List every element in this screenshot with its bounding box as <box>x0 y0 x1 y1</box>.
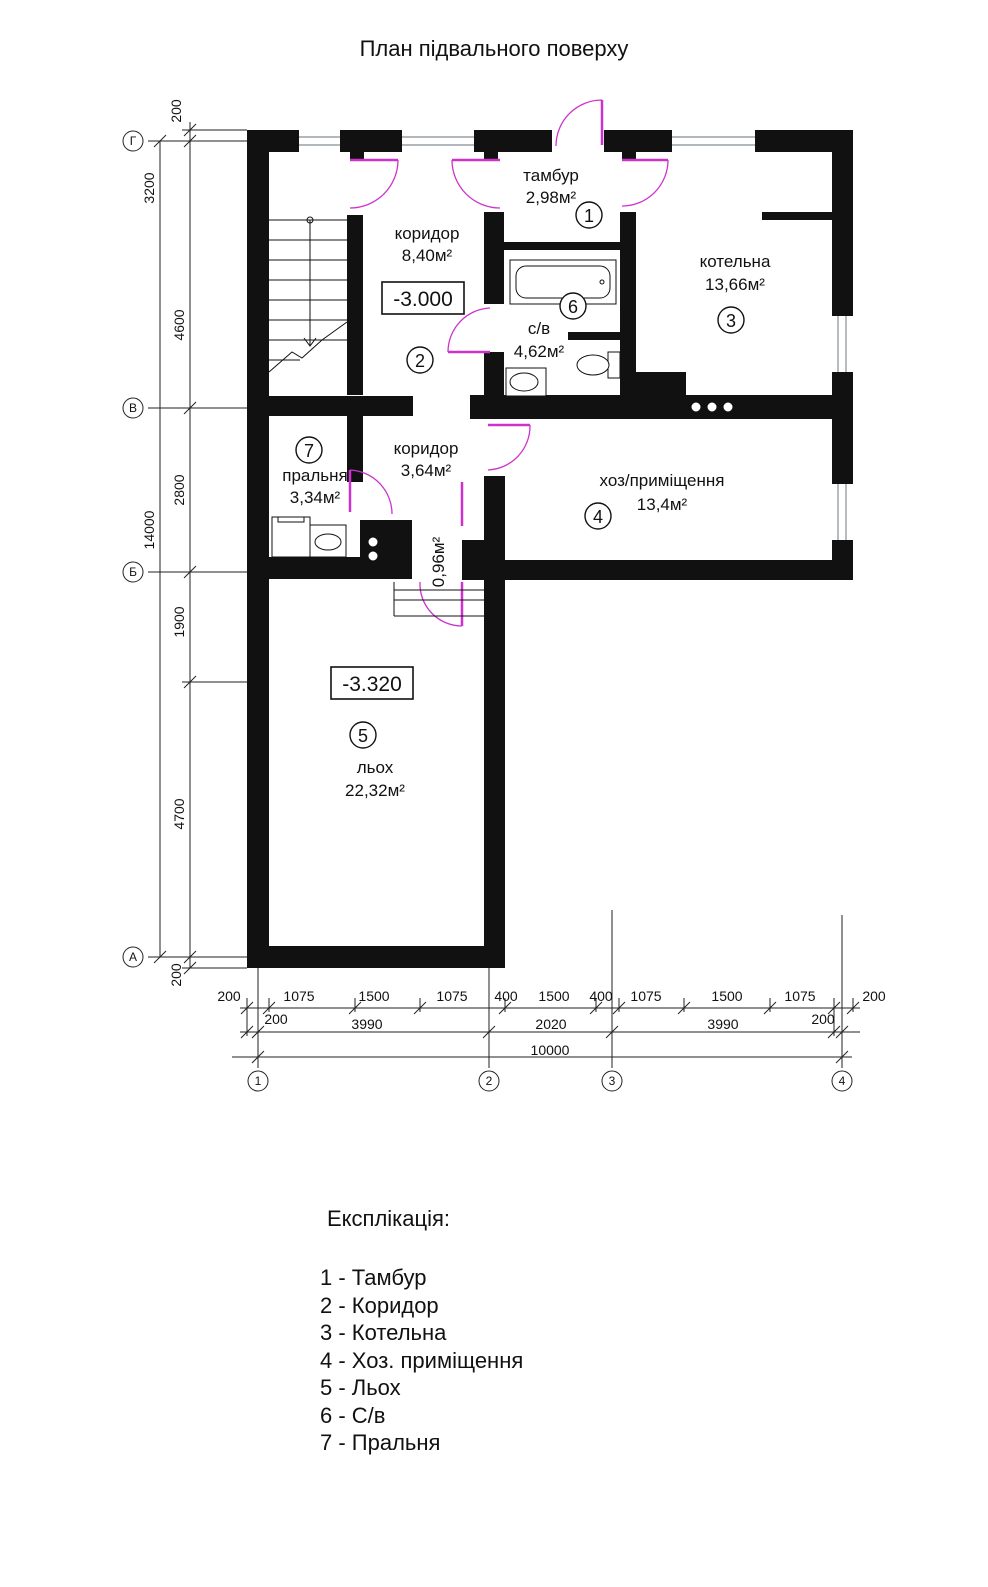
axis-col-3: 3 <box>609 1074 616 1088</box>
room-name: с/в <box>528 319 550 338</box>
small-room-area: 0,96м² <box>429 536 448 587</box>
room-area: 2,98м² <box>526 188 577 207</box>
axis-lines <box>148 122 860 1068</box>
room-number: 4 <box>593 507 603 527</box>
walls <box>247 130 853 968</box>
washing-machine-icon <box>271 516 311 558</box>
axis-col-4: 4 <box>839 1074 846 1088</box>
list-item: 6 - С/в <box>320 1402 386 1428</box>
dim-left: 4600 <box>171 309 187 340</box>
room-number: 3 <box>726 311 736 331</box>
fixtures <box>271 259 734 562</box>
floor-plan: Г В Б А 1 2 3 4 200 3200 4600 2800 1900 … <box>122 99 886 1092</box>
dim-bottom: 400 <box>589 988 613 1004</box>
dim-bottom: 400 <box>494 988 518 1004</box>
dim-bottom: 1075 <box>436 988 467 1004</box>
dim-bottom: 3990 <box>707 1016 738 1032</box>
room-name: пральня <box>282 466 348 485</box>
dim-bottom: 200 <box>217 988 241 1004</box>
axis-col-2: 2 <box>486 1074 493 1088</box>
row-axis-markers <box>122 130 853 1092</box>
room-name: льох <box>357 758 394 777</box>
dim-bottom: 2020 <box>535 1016 566 1032</box>
dim-left: 2800 <box>171 474 187 505</box>
room-area: 22,32м² <box>345 781 405 800</box>
room-name: коридор <box>394 439 459 458</box>
dim-bottom-total: 10000 <box>531 1042 570 1058</box>
room-area: 3,34м² <box>290 488 341 507</box>
axis-row-b: Б <box>129 565 137 579</box>
dim-bottom: 1075 <box>283 988 314 1004</box>
dim-bottom: 200 <box>811 1011 835 1027</box>
list-item: 2 - Коридор <box>320 1292 439 1318</box>
room-name: коридор <box>395 224 460 243</box>
windows <box>299 136 847 540</box>
list-item: 4 - Хоз. приміщення <box>320 1347 524 1373</box>
room-name: тамбур <box>523 166 579 185</box>
dim-bottom: 1500 <box>711 988 742 1004</box>
dim-bottom: 1075 <box>630 988 661 1004</box>
axis-row-v: В <box>129 401 137 415</box>
dim-left-total: 14000 <box>141 510 157 549</box>
dim-bottom: 1500 <box>358 988 389 1004</box>
dim-bottom: 3990 <box>351 1016 382 1032</box>
room-area: 4,62м² <box>514 342 565 361</box>
dim-bottom: 1500 <box>538 988 569 1004</box>
explication-list: 1 - Тамбур 2 - Коридор 3 - Котельна 4 - … <box>320 1264 523 1457</box>
level-markers: -3.000 -3.320 <box>330 281 465 700</box>
room-number: 1 <box>584 206 594 226</box>
room-area: 13,66м² <box>705 275 765 294</box>
toilet-icon <box>607 351 621 379</box>
level-label: -3.000 <box>393 288 453 311</box>
window-sills <box>350 152 636 160</box>
room-area: 13,4м² <box>637 495 688 514</box>
room-number: 2 <box>415 351 425 371</box>
room-area: 8,40м² <box>402 246 453 265</box>
plan-title: План підвального поверху <box>359 36 629 61</box>
dim-left: 3200 <box>141 172 157 203</box>
dim-bottom: 200 <box>862 988 886 1004</box>
list-item: 5 - Льох <box>320 1375 401 1400</box>
room-number: 5 <box>358 726 368 746</box>
dim-left: 4700 <box>171 798 187 829</box>
level-label: -3.320 <box>342 673 402 696</box>
room-number: 6 <box>568 297 578 317</box>
axis-col-1: 1 <box>255 1074 262 1088</box>
stairs <box>268 216 484 617</box>
axis-row-g: Г <box>130 134 137 148</box>
room-number-circles <box>295 201 745 749</box>
dim-left: 200 <box>168 963 184 987</box>
list-item: 1 - Тамбур <box>320 1265 427 1290</box>
room-number: 7 <box>304 441 314 461</box>
dim-left: 1900 <box>171 606 187 637</box>
list-item: 7 - Пральня <box>320 1430 441 1455</box>
room-area: 3,64м² <box>401 461 452 480</box>
dim-left: 200 <box>168 99 184 123</box>
explication-heading: Експлікація: <box>327 1206 451 1231</box>
dim-bottom: 200 <box>264 1011 288 1027</box>
room-name: хоз/приміщення <box>600 471 725 490</box>
axis-row-a: А <box>129 950 137 964</box>
list-item: 3 - Котельна <box>320 1320 447 1345</box>
dim-bottom: 1075 <box>784 988 815 1004</box>
room-name: котельна <box>700 252 771 271</box>
